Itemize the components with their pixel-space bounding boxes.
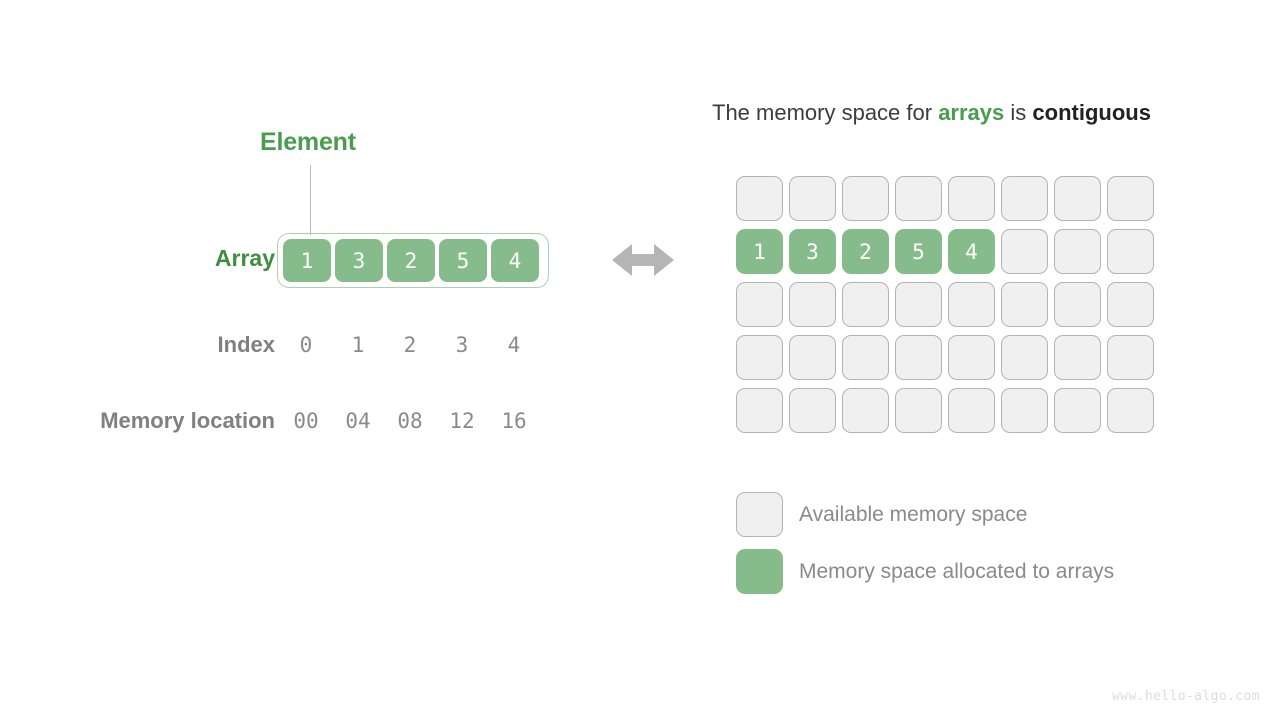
memory-heading-contiguous: contiguous [1032,100,1151,125]
memory-cell-free [789,282,836,327]
memory-grid-row: 1 3 2 5 4 [736,229,1154,274]
index-label: Index [217,332,275,357]
memory-cell-free [1107,282,1154,327]
memory-cell-free [895,388,942,433]
memory-cell-free [1054,229,1101,274]
memory-cell-free [736,176,783,221]
memory-cell-free [789,176,836,221]
memory-cell-free [948,282,995,327]
memory-cell-free [736,282,783,327]
memory-cell-free [789,388,836,433]
memory-heading-part1: The memory space for [712,100,939,125]
legend-label: Available memory space [799,502,1028,526]
memory-grid-row [736,388,1154,433]
memory-cell-free [1107,335,1154,380]
memory-cell-free [789,335,836,380]
memory-cell-free [1107,229,1154,274]
memory-cell-free [1001,229,1048,274]
memory-heading-part2: is [1004,100,1033,125]
memory-location-row: Memory location 00 04 08 12 16 [70,406,550,436]
memory-location-values: 00 04 08 12 16 [277,406,549,436]
index-value: 4 [507,333,521,357]
element-callout-line [310,165,311,235]
memory-grid-row [736,335,1154,380]
memory-cell-free [948,388,995,433]
memory-layout-panel: The memory space for arrays is contiguou… [700,0,1280,720]
legend: Available memory space Memory space allo… [736,492,1114,594]
memory-cell-used: 5 [895,229,942,274]
memory-cell-free [895,282,942,327]
memory-cell-free [1107,176,1154,221]
memory-cell-free [842,335,889,380]
watermark: www.hello-algo.com [1111,689,1260,704]
memory-cell-free [842,388,889,433]
double-arrow-icon [612,238,674,282]
memory-cell-used: 3 [789,229,836,274]
memory-value: 00 [293,409,319,433]
array-cell: 4 [491,239,539,282]
array-cell: 3 [335,239,383,282]
legend-item-available: Available memory space [736,492,1114,537]
legend-swatch-free [736,492,783,537]
memory-cell-free [842,176,889,221]
index-values: 0 1 2 3 4 [277,330,549,360]
element-callout-label: Element [260,128,356,156]
memory-heading-arrays: arrays [938,100,1005,125]
memory-cell-free [1054,335,1101,380]
memory-cell-free [842,282,889,327]
legend-swatch-used [736,549,783,594]
memory-value: 08 [397,409,423,433]
memory-cell-free [895,335,942,380]
array-cell: 5 [439,239,487,282]
memory-cell-free [895,176,942,221]
array-label: Array [214,245,275,271]
memory-cell-used: 2 [842,229,889,274]
memory-value: 04 [345,409,371,433]
memory-cell-free [1054,282,1101,327]
memory-value: 16 [501,409,527,433]
memory-cell-free [1107,388,1154,433]
memory-grid-row [736,176,1154,221]
memory-cell-free [736,335,783,380]
index-row: Index 0 1 2 3 4 [70,330,550,360]
memory-value: 12 [449,409,475,433]
index-value: 0 [299,333,313,357]
memory-location-label: Memory location [100,408,275,433]
legend-item-allocated: Memory space allocated to arrays [736,549,1114,594]
memory-heading: The memory space for arrays is contiguou… [712,100,1151,126]
memory-grid: 1 3 2 5 4 [736,176,1154,433]
memory-cell-used: 4 [948,229,995,274]
memory-cell-free [1001,282,1048,327]
memory-cell-free [1001,388,1048,433]
memory-grid-row [736,282,1154,327]
array-row: Array 1 3 2 5 4 [70,233,550,288]
memory-cell-free [1054,388,1101,433]
memory-cell-free [948,335,995,380]
memory-cell-free [736,388,783,433]
memory-cell-used: 1 [736,229,783,274]
legend-label: Memory space allocated to arrays [799,559,1115,583]
array-container: 1 3 2 5 4 [277,233,549,288]
array-cell: 1 [283,239,331,282]
array-illustration-panel: Element Array 1 3 2 5 4 Index 0 1 2 3 4 … [0,0,600,720]
array-cell: 2 [387,239,435,282]
memory-cell-free [1001,176,1048,221]
index-value: 3 [455,333,469,357]
memory-cell-free [1001,335,1048,380]
index-value: 2 [403,333,417,357]
index-value: 1 [351,333,365,357]
memory-cell-free [948,176,995,221]
memory-cell-free [1054,176,1101,221]
